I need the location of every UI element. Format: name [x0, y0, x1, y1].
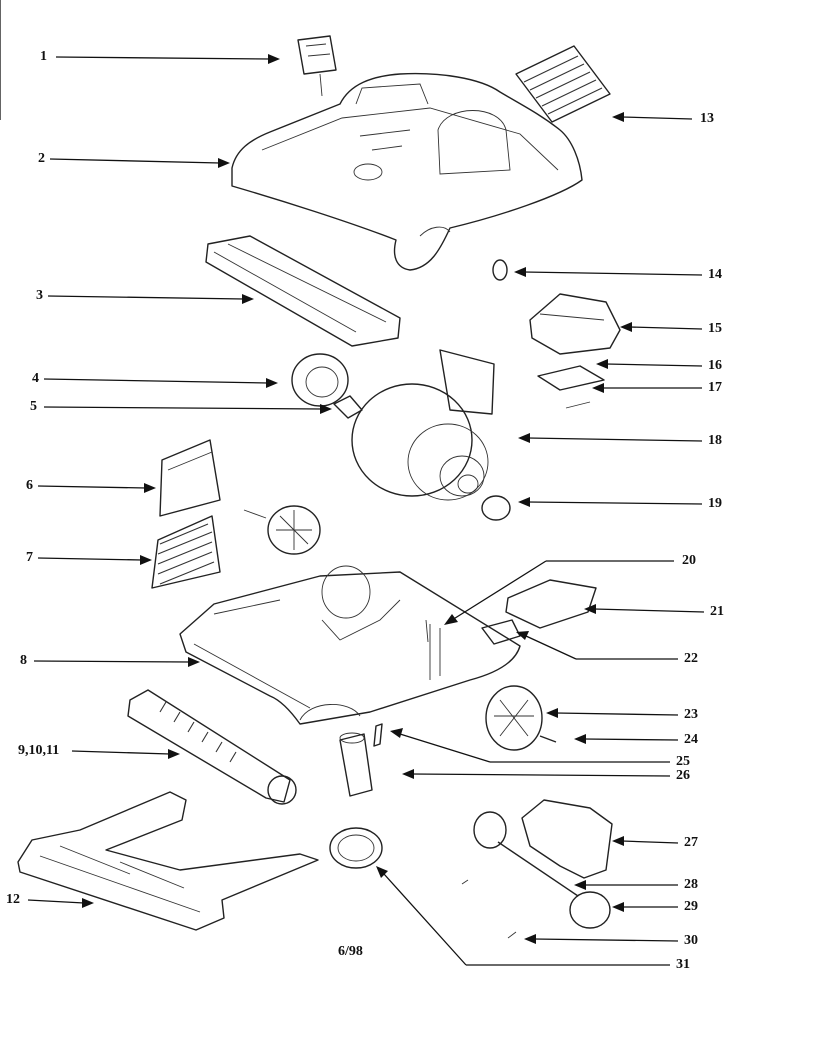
- callout-label-23: 23: [684, 707, 698, 722]
- part-20-shape: [425, 619, 429, 643]
- callout-label-9-10-11: 9,10,11: [18, 743, 60, 758]
- callout-label-7: 7: [26, 550, 33, 565]
- part-1-shape: [297, 35, 337, 97]
- callout-label-5: 5: [30, 399, 37, 414]
- part-23-shape: [485, 685, 543, 751]
- callout-label-28: 28: [684, 877, 698, 892]
- part-8-shape: [179, 565, 521, 725]
- part-19-shape: [481, 495, 511, 521]
- callout-label-19: 19: [708, 496, 722, 511]
- callout-label-27: 27: [684, 835, 698, 850]
- callout-label-13: 13: [700, 111, 714, 126]
- part-18-shape: [351, 349, 495, 501]
- callout-label-12: 12: [6, 892, 20, 907]
- fan-shape: [243, 505, 321, 555]
- part-22-shape: [481, 619, 521, 645]
- part-12-shape: [17, 791, 319, 931]
- callout-label-31: 31: [676, 957, 690, 972]
- callout-label-22: 22: [684, 651, 698, 666]
- part-4-shape: [291, 353, 349, 407]
- part-21-shape: [505, 579, 597, 629]
- callout-label-20: 20: [682, 553, 696, 568]
- callout-label-8: 8: [20, 653, 27, 668]
- part-13-shape: [515, 45, 611, 123]
- part-16-17-shape: [537, 365, 605, 409]
- callout-label-16: 16: [708, 358, 722, 373]
- callout-label-6: 6: [26, 478, 33, 493]
- callout-label-24: 24: [684, 732, 698, 747]
- part-3-shape: [205, 235, 401, 347]
- part-26-shape: [339, 732, 373, 797]
- callout-label-15: 15: [708, 321, 722, 336]
- leader-lines: [27, 54, 705, 966]
- callout-label-25: 25: [676, 754, 690, 769]
- part-27-28-29-shape: [461, 799, 613, 939]
- callout-label-14: 14: [708, 267, 722, 282]
- part-7-shape: [151, 515, 221, 589]
- part-15-shape: [529, 293, 621, 355]
- callout-label-2: 2: [38, 151, 45, 166]
- callout-label-17: 17: [708, 380, 722, 395]
- callout-label-29: 29: [684, 899, 698, 914]
- date-code: 6/98: [338, 944, 363, 959]
- part-9-10-11-shape: [127, 689, 297, 805]
- part-6-shape: [159, 439, 221, 517]
- part-31-shape: [329, 827, 383, 869]
- part-25-shape: [373, 723, 383, 747]
- part-14-shape: [492, 259, 508, 281]
- callout-label-18: 18: [708, 433, 722, 448]
- callout-label-30: 30: [684, 933, 698, 948]
- callout-label-26: 26: [676, 768, 690, 783]
- part-2-shape: [231, 72, 583, 271]
- callout-label-3: 3: [36, 288, 43, 303]
- callout-label-21: 21: [710, 604, 724, 619]
- part-24-shape: [539, 735, 557, 743]
- callout-label-1: 1: [40, 49, 47, 64]
- callout-label-4: 4: [32, 371, 39, 386]
